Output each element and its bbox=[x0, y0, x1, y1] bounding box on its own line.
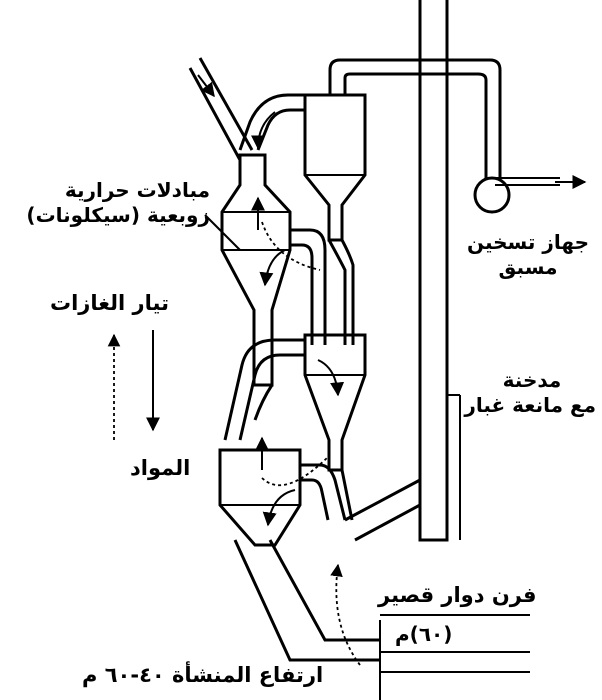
rotary-kiln bbox=[233, 539, 530, 700]
chimney-label-line-1: مدخنة bbox=[502, 368, 562, 392]
riser bbox=[344, 478, 421, 542]
material-feed bbox=[188, 57, 254, 161]
kiln-label: فرن دوار قصير bbox=[378, 583, 537, 607]
cyclones-label-line-2: زوبعية (سيكلونات) bbox=[26, 203, 210, 227]
preheater-fan bbox=[328, 58, 587, 214]
pointer-lines bbox=[204, 214, 461, 540]
chimney-label: مدخنة مع مانعة غبار bbox=[464, 368, 596, 418]
preheater-label-line-2: مسبق bbox=[498, 255, 558, 279]
gas-flow-label: تيار الغازات bbox=[50, 291, 169, 315]
cyclone-stage-2 bbox=[220, 153, 355, 387]
preheater-label-line-1: جهاز تسخين bbox=[466, 230, 590, 254]
cyclones-label-line-1: مبادلات حرارية bbox=[64, 178, 210, 202]
cyclones-label: مبادلات حرارية زوبعية (سيكلونات) bbox=[26, 178, 210, 228]
kiln-size-label: (٦٠)م bbox=[395, 622, 453, 646]
chimney-label-line-2: مع مانعة غبار bbox=[464, 393, 596, 417]
height-label: ارتفاع المنشأة ٤٠-٦٠ م bbox=[82, 663, 324, 687]
cyclone-stage-4 bbox=[218, 436, 354, 547]
chimney bbox=[418, 0, 449, 542]
material-label: المواد bbox=[130, 456, 191, 480]
preheater-label: جهاز تسخين مسبق bbox=[458, 230, 598, 280]
flow-legend bbox=[107, 330, 160, 440]
